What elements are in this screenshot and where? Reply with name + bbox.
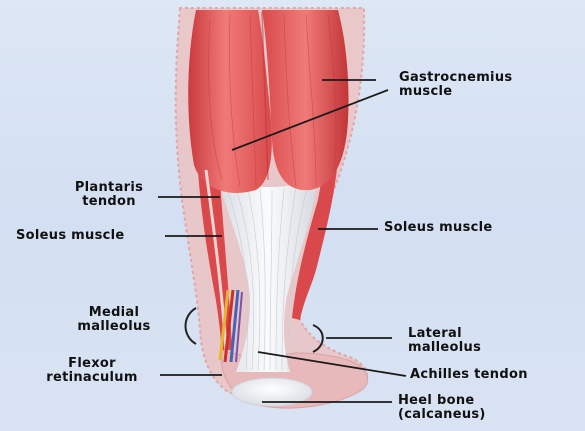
label-lateral-line1: Lateral <box>408 327 481 341</box>
label-plantaris: Plantaris tendon <box>62 181 156 209</box>
label-plantaris-line2: tendon <box>62 195 156 209</box>
label-lateral-line2: malleolus <box>408 341 481 355</box>
label-gastrocnemius-line1: Gastrocnemius <box>399 71 512 85</box>
label-heel-line2: (calcaneus) <box>398 408 486 422</box>
label-plantaris-line1: Plantaris <box>62 181 156 195</box>
label-heel-bone: Heel bone (calcaneus) <box>398 394 486 422</box>
gastrocnemius-medial-head <box>188 10 272 193</box>
label-medial-line1: Medial <box>73 306 155 320</box>
label-flexor-line2: retinaculum <box>28 371 156 385</box>
label-soleus-right: Soleus muscle <box>384 221 493 235</box>
label-flexor-line1: Flexor <box>28 357 156 371</box>
label-medial-malleolus: Medial malleolus <box>73 306 155 334</box>
label-gastrocnemius: Gastrocnemius muscle <box>399 71 512 99</box>
label-achilles-tendon: Achilles tendon <box>410 368 528 382</box>
label-medial-line2: malleolus <box>73 320 155 334</box>
label-lateral-malleolus: Lateral malleolus <box>408 327 481 355</box>
label-flexor-retinaculum: Flexor retinaculum <box>28 357 156 385</box>
label-heel-line1: Heel bone <box>398 394 486 408</box>
label-soleus-left: Soleus muscle <box>16 229 125 243</box>
label-gastrocnemius-line2: muscle <box>399 85 512 99</box>
medial-bracket <box>186 308 197 344</box>
